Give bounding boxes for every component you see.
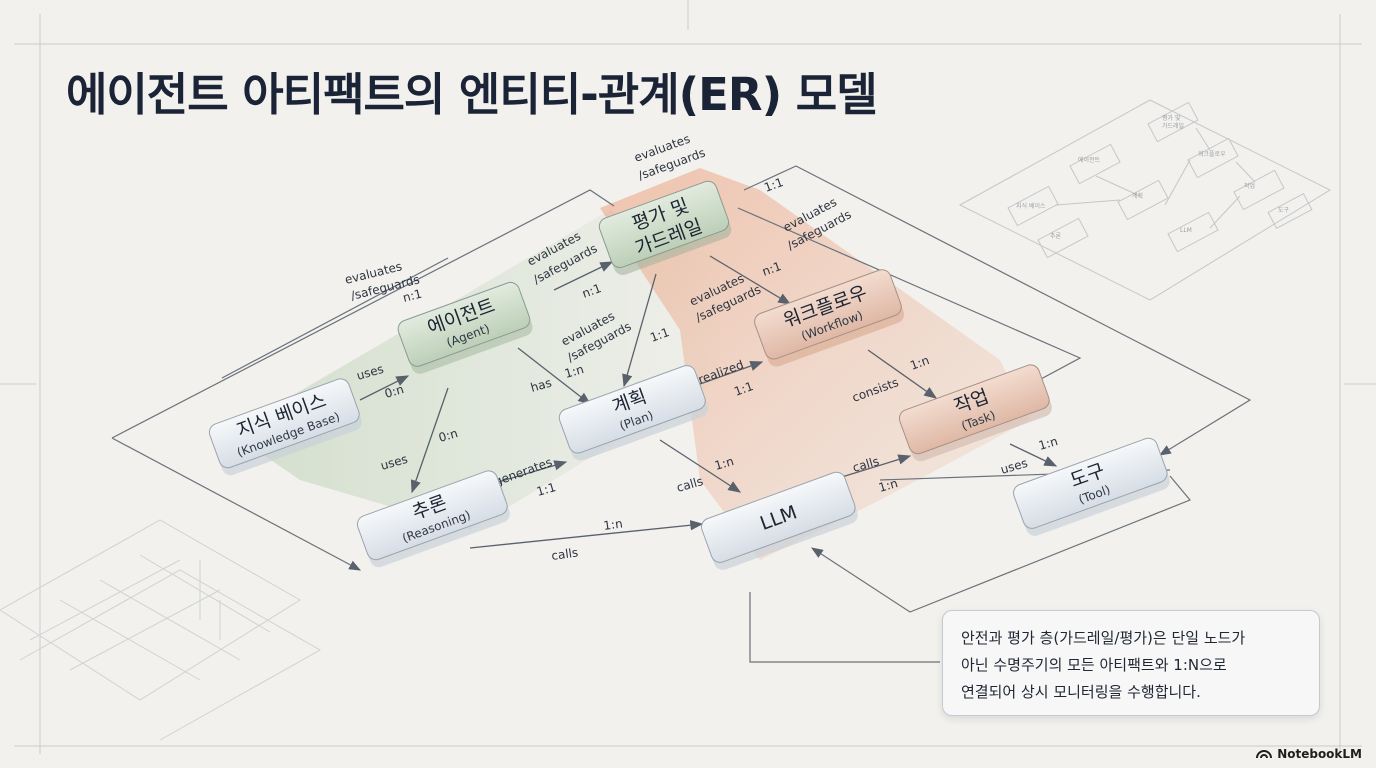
svg-text:평가 및: 평가 및 <box>1162 114 1181 122</box>
node-tool[interactable]: 도구 (Tool) <box>1011 436 1172 539</box>
svg-text:지식 베이스: 지식 베이스 <box>1016 202 1046 210</box>
svg-text:에이전트: 에이전트 <box>1078 156 1101 164</box>
background-sketch-labels: 평가 및 가드레일 에이전트 워크플로우 계획 지식 베이스 추론 작업 LLM… <box>1016 114 1290 240</box>
node-reasoning[interactable]: 추론 (Reasoning) <box>355 468 513 569</box>
label-card-plan-llm: 1:n <box>713 454 735 473</box>
node-llm[interactable]: LLM <box>699 470 860 573</box>
note-line-2: 아닌 수명주기의 모든 아티팩트와 1:N으로 <box>961 656 1227 674</box>
background-sketch-bottom-left <box>0 519 322 741</box>
label-card-left: n:1 <box>401 287 423 305</box>
label-card-task-tool: 1:n <box>1037 434 1059 453</box>
svg-text:추론: 추론 <box>1050 233 1062 240</box>
label-card-uses-kb: 0:n <box>383 382 405 401</box>
label-card-agent: n:1 <box>580 281 603 301</box>
note-line-1: 안전과 평가 층(가드레일/평가)은 단일 노드가 <box>961 629 1246 647</box>
page-title: 에이전트 아티팩트의 엔티티-관계(ER) 모델 <box>66 68 878 121</box>
node-plan[interactable]: 계획 (Plan) <box>557 363 711 463</box>
note-line-3: 연결되어 상시 모니터링을 수행합니다. <box>961 683 1201 701</box>
label-card-plan-guard: 1:1 <box>648 325 671 345</box>
notebooklm-branding: NotebookLM <box>1256 747 1362 761</box>
node-task[interactable]: 작업 (Task) <box>897 362 1055 463</box>
label-card-workflow-guard: n:1 <box>760 259 783 279</box>
note-callout: 안전과 평가 층(가드레일/평가)은 단일 노드가 아닌 수명주기의 모든 아티… <box>942 610 1320 716</box>
label-uses-tool: uses <box>999 456 1029 477</box>
svg-text:가드레일: 가드레일 <box>1162 122 1184 130</box>
svg-text:LLM: LLM <box>1180 227 1192 234</box>
background-sketch-top-right <box>958 99 1332 301</box>
label-card-reason-agent: 0:n <box>437 426 459 445</box>
svg-text:워크플로우: 워크플로우 <box>1198 150 1226 158</box>
node-knowledge-base[interactable]: 지식 베이스 (Knowledge Base) <box>207 376 365 477</box>
label-card-has: 1:n <box>563 362 585 381</box>
relationship-arrows <box>359 255 1058 549</box>
label-card-realized: 1:1 <box>732 379 755 399</box>
label-card-consists: 1:n <box>908 353 931 373</box>
svg-text:작업: 작업 <box>1244 182 1255 190</box>
notebooklm-logo-icon <box>1256 750 1273 759</box>
label-calls-plan: calls <box>675 474 705 495</box>
svg-text:계획: 계획 <box>1132 192 1143 200</box>
orange-highlight-band <box>600 168 1030 560</box>
label-has: has <box>529 376 553 395</box>
label-card-reason-llm: 1:n <box>602 516 623 533</box>
svg-text:도구: 도구 <box>1278 207 1290 214</box>
label-calls-reason: calls <box>550 545 579 563</box>
label-card-generates: 1:1 <box>535 480 557 499</box>
branding-label: NotebookLM <box>1277 747 1362 761</box>
label-card-top: 1:1 <box>762 175 785 195</box>
label-card-task-llm: 1:n <box>877 476 899 495</box>
